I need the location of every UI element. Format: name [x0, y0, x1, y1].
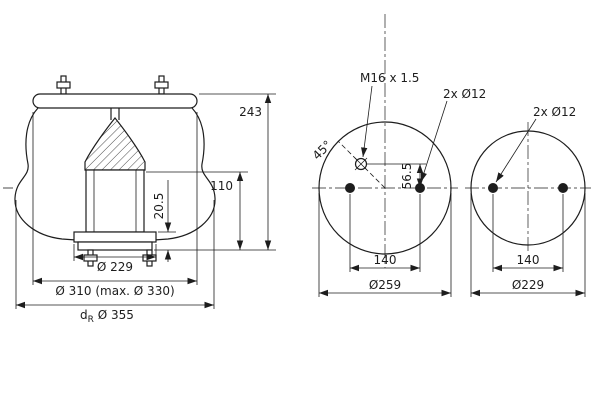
- thread-symbol-cross-2: [354, 157, 368, 171]
- label-45deg: 45°: [310, 138, 335, 163]
- label-2x12-small: 2x Ø12: [533, 105, 576, 119]
- dim-text-310: Ø 310 (max. Ø 330): [55, 284, 174, 298]
- plate-outline-large: [318, 121, 452, 255]
- dim-text-140-small: 140: [517, 253, 540, 267]
- dim-text-243: 243: [239, 105, 262, 119]
- dim-355-value: Ø 355: [94, 308, 134, 322]
- bolt-hole-left-small: [488, 183, 498, 193]
- top-stud-right-nut: [154, 81, 169, 89]
- top-view-large-plate: M16 x 1.5 2x Ø12 45° 56.5 140 Ø259: [310, 14, 486, 297]
- leader-2x12-large: [420, 100, 448, 183]
- dim-text-229tv: Ø229: [512, 278, 544, 292]
- dim-text-355: dR Ø 355: [80, 308, 134, 325]
- bellows-outline-right: [153, 107, 216, 241]
- top-stud-left-nut: [56, 81, 71, 89]
- leader-m16: [361, 85, 373, 158]
- piston-flange: [73, 231, 157, 243]
- side-view-dimensions: 243 110 20.5 Ø 229 Ø 310 (max. Ø 330): [15, 93, 276, 325]
- side-view: 243 110 20.5 Ø 229 Ø 310 (max. Ø 330): [3, 75, 276, 325]
- label-2x12-large: 2x Ø12: [443, 87, 486, 101]
- dim-text-565: 56.5: [400, 163, 414, 190]
- bumper-cone-hatched: [84, 117, 146, 171]
- top-view-small-plate: 2x Ø12 140 Ø229: [465, 105, 591, 297]
- piston-body: [85, 169, 145, 233]
- dim-355-prefix: d: [80, 308, 88, 322]
- leader-2x12-small: [495, 118, 537, 183]
- dim-text-229: Ø 229: [97, 260, 133, 274]
- bolt-hole-left-large: [345, 183, 355, 193]
- dim-355-subscript: R: [88, 315, 94, 325]
- bellows-outline-left: [14, 107, 77, 241]
- bolt-hole-right-small: [558, 183, 568, 193]
- bottom-stud-left-nut: [83, 254, 98, 262]
- top-bead-plate: [32, 93, 198, 109]
- bottom-stud-right-nut: [142, 254, 157, 262]
- dim-text-205: 20.5: [152, 193, 166, 220]
- dim-text-140-large: 140: [374, 253, 397, 267]
- bottom-plate: [77, 241, 153, 251]
- dim-text-259: Ø259: [369, 278, 401, 292]
- label-m16: M16 x 1.5: [360, 71, 419, 85]
- dim-text-110: 110: [210, 179, 233, 193]
